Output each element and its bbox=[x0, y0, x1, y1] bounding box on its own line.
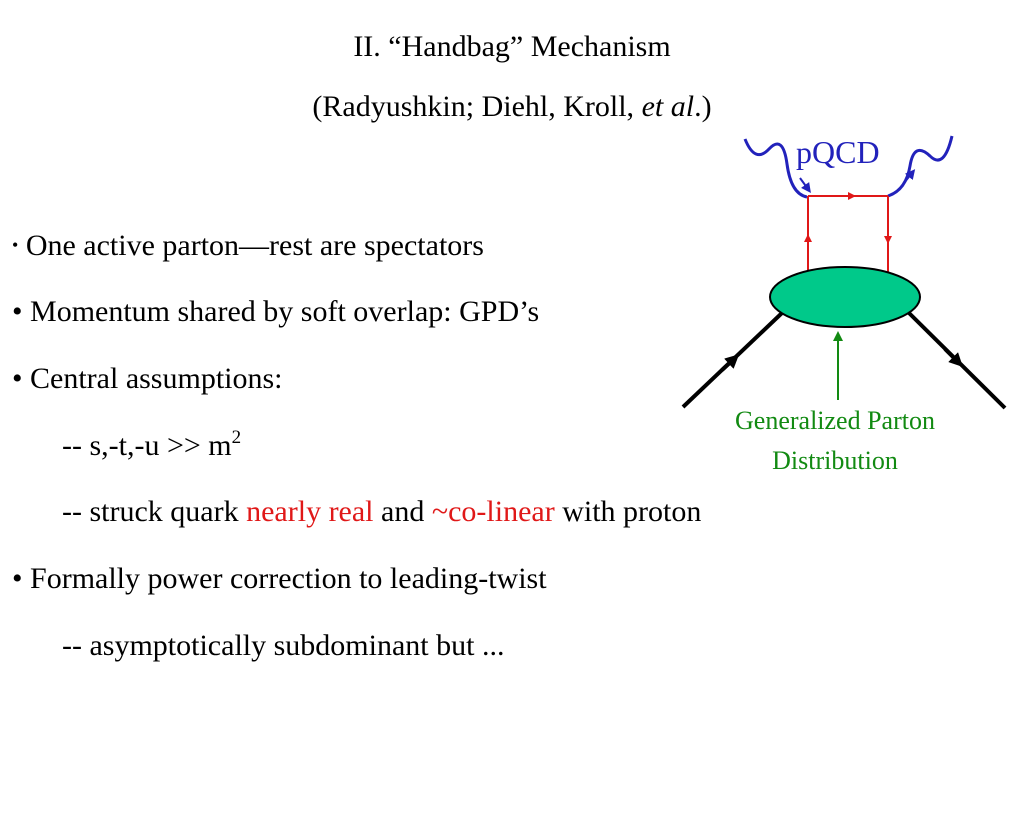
subtitle-italic: et al bbox=[641, 90, 695, 123]
bullet-central-assumptions: • Central assumptions: bbox=[12, 362, 283, 396]
bullet-text: One active parton—rest are spectators bbox=[18, 229, 484, 262]
bullet-text: Formally power correction to leading-twi… bbox=[22, 562, 547, 595]
bullet-marker: • bbox=[12, 295, 23, 328]
sub-bullet-kinematics: -- s,-t,-u >> m2 bbox=[62, 427, 242, 463]
slide-title: II. “Handbag” Mechanism bbox=[353, 30, 671, 63]
sub-bullet-text: -- struck quark bbox=[62, 495, 247, 528]
bullet-text: Momentum shared by soft overlap: GPD’s bbox=[22, 295, 540, 328]
slide-subtitle: (Radyushkin; Diehl, Kroll, et al.) bbox=[0, 90, 1024, 124]
subtitle-part: .) bbox=[694, 90, 712, 123]
gpd-label-line1: Generalized Parton bbox=[735, 406, 935, 435]
highlight-co-linear: ~co-linear bbox=[431, 495, 555, 528]
sub-bullet-text: -- s,-t,-u >> m bbox=[62, 429, 232, 462]
sub-bullet-text: -- asymptotically subdominant but ... bbox=[62, 629, 505, 662]
incoming-photon bbox=[743, 138, 808, 199]
outgoing-photon-arrow-icon bbox=[903, 169, 916, 184]
incoming-photon-arrow-icon bbox=[799, 177, 811, 194]
gpd-blob bbox=[769, 266, 921, 328]
sub-bullet-text: and bbox=[373, 495, 432, 528]
bullet-momentum-shared: • Momentum shared by soft overlap: GPD’s bbox=[12, 295, 539, 329]
subtitle-part: (Radyushkin; Diehl, Kroll, bbox=[312, 90, 642, 123]
sub-bullet-struck-quark: -- struck quark nearly real and ~co-line… bbox=[62, 495, 701, 529]
superscript: 2 bbox=[231, 427, 242, 448]
bullet-marker: • bbox=[12, 235, 19, 255]
bullet-one-active-parton: • One active parton—rest are spectators bbox=[12, 228, 484, 263]
sub-bullet-text: with proton bbox=[554, 495, 702, 528]
bullet-marker: • bbox=[12, 362, 23, 395]
pqcd-label: pQCD bbox=[796, 134, 880, 170]
bullet-text: Central assumptions: bbox=[22, 362, 283, 395]
incoming-proton-arrow-icon bbox=[720, 354, 740, 372]
bullet-power-correction: • Formally power correction to leading-t… bbox=[12, 562, 547, 596]
sub-bullet-asymptotic: -- asymptotically subdominant but ... bbox=[62, 629, 504, 663]
outgoing-proton-arrow-icon bbox=[943, 347, 963, 367]
bullet-marker: • bbox=[12, 562, 23, 595]
gpd-label-line2: Distribution bbox=[772, 446, 898, 475]
outgoing-photon bbox=[887, 135, 954, 198]
highlight-nearly-real: nearly real bbox=[246, 495, 374, 528]
